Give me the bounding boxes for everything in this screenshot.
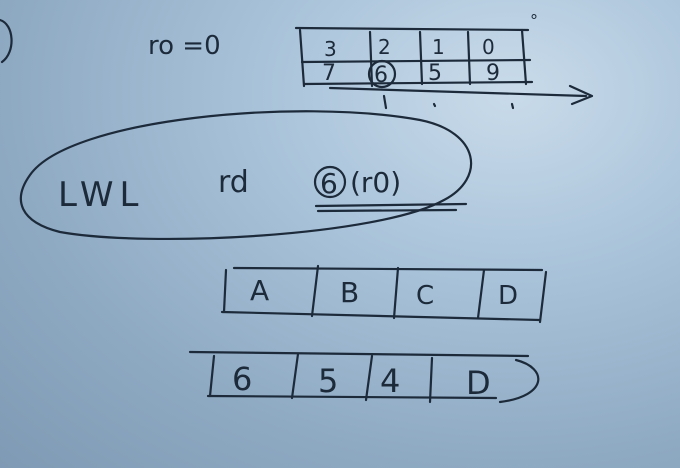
- value-row: 6 5 4 D: [188, 350, 540, 404]
- grid-cell: 2: [378, 35, 391, 59]
- row-value: D: [466, 364, 491, 402]
- degree-mark: °: [530, 11, 538, 30]
- grid-cell: 3: [324, 37, 337, 61]
- instruction-operand: (r0): [350, 166, 401, 199]
- letter-row: A B C D: [220, 264, 548, 324]
- highlight-circle: [367, 59, 397, 89]
- grid-cell: 0: [482, 35, 495, 59]
- instruction-register: rd: [218, 165, 249, 200]
- edge-circle: [0, 18, 13, 64]
- row-value: 6: [232, 360, 252, 398]
- grid-cell: 1: [432, 35, 445, 59]
- circled-value-ring: [313, 165, 347, 199]
- tick-mark: [510, 102, 515, 110]
- grid-cell: 6: [374, 63, 388, 88]
- row-value: 5: [318, 362, 338, 400]
- row-letter: B: [340, 276, 359, 309]
- grid-arrow: [328, 84, 594, 106]
- tick-mark: [432, 102, 437, 108]
- row-letter: C: [416, 281, 434, 311]
- circled-value: 6: [320, 167, 338, 200]
- row-value: 4: [380, 362, 400, 400]
- instruction: LWL rd 6 (r0): [58, 165, 468, 215]
- operand-underline: [316, 208, 458, 213]
- register-label: ro =0: [148, 31, 221, 61]
- row-letter: A: [250, 274, 269, 307]
- memory-grid: ° 3 2 1 0 7 6 5 9: [294, 11, 594, 110]
- row-letter: D: [498, 281, 518, 311]
- instruction-mnemonic: LWL: [58, 175, 144, 215]
- grid-cell: 5: [428, 61, 442, 86]
- grid-cell: 7: [322, 61, 336, 86]
- tick-mark: [382, 94, 388, 110]
- instruction-ellipse: [19, 110, 472, 241]
- grid-cell: 9: [486, 61, 500, 86]
- operand-underline: [314, 202, 468, 208]
